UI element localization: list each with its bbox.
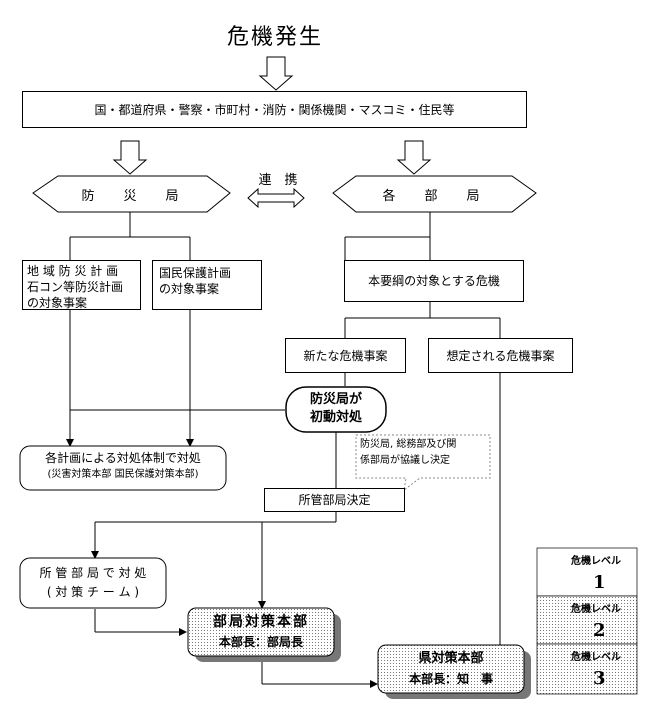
pref-hq-line-1: 県対策本部 [418, 651, 484, 666]
dept-hq-label: 部局対策本部 本部長：部局長 [188, 612, 334, 652]
dept-hq-line-1: 部局対策本部 [213, 614, 309, 630]
initial-response-box [285, 386, 387, 433]
pref-hq-box [377, 644, 525, 694]
regional-plan-line-3: の対象事案 [27, 296, 88, 310]
regional-plan-box: 地 域 防 災 計 画 石コン等防災計画 の対象事案 [22, 260, 141, 310]
pref-hq-label: 県対策本部 本部長：知 事 [378, 649, 524, 689]
consult-note-line-2: 係部局が協議し決定 [360, 455, 450, 466]
consult-note: 防災局, 総務部及び関 係部局が協議し決定 [360, 437, 490, 477]
civil-plan-line-1: 国民保護計画 [159, 266, 232, 280]
initial-response-line-2: 初動対処 [309, 410, 362, 425]
consult-callout [355, 434, 491, 492]
dept-response-box [19, 557, 167, 609]
dept-response-line-2: ( 対 策 チ ー ム ) [46, 585, 140, 599]
level-1-label: 危機レベル [571, 556, 621, 567]
level-2: 危機レベル 2 [537, 596, 637, 644]
bousai-hexagon [32, 175, 231, 213]
agencies-box: 国・都道府県・警察・市町村・消防・関係機関・マスコミ・住民等 [22, 91, 527, 128]
dept-response-label: 所 管 部 局 で 対 処 ( 対 策 チ ー ム ) [20, 564, 166, 604]
dept-hq-line-2: 本部長：部局長 [218, 635, 303, 649]
dept-decision-box: 所管部局決定 [264, 488, 405, 512]
level-2-cell [536, 595, 638, 645]
level-3-cell [536, 643, 638, 695]
bousaikyoku-label: 防 災 局 [81, 188, 187, 204]
civil-plan-box: 国民保護計画 の対象事案 [152, 260, 262, 310]
page-title: 危機発生 [226, 25, 323, 50]
kakubukyoku-label: 各 部 局 [382, 188, 488, 204]
initial-response-line-1: 防災局が [309, 392, 362, 407]
target-crisis-box: 本要綱の対象とする危機 [344, 260, 524, 302]
kakubu-hexagon [332, 175, 537, 213]
plan-response-line-2: (災害対策本部 国民保護対策本部) [47, 469, 199, 480]
renkei-label: 連 携 [258, 172, 298, 188]
consult-note-line-1: 防災局, 総務部及び関 [360, 439, 457, 450]
plan-response-label: 各計画による対処体制で対処 (災害対策本部 国民保護対策本部) [20, 449, 226, 489]
regional-plan-line-1: 地 域 防 災 計 画 [27, 264, 119, 278]
dept-hq-box [187, 607, 335, 657]
level-2-number: 2 [593, 620, 606, 641]
renkei-double-arrow [247, 187, 305, 209]
initial-response-label: 防災局が 初動対処 [286, 391, 386, 431]
regional-plan-line-2: 石コン等防災計画 [27, 280, 124, 294]
expected-crisis-box: 想定される危機事案 [428, 338, 573, 373]
level-1: 危機レベル 1 [537, 548, 637, 596]
level-3-number: 3 [593, 668, 606, 689]
plan-response-box [19, 445, 227, 491]
level-3-label: 危機レベル [571, 652, 621, 663]
block-arrow-3 [396, 140, 432, 175]
pref-hq-line-2: 本部長：知 事 [408, 672, 493, 686]
level-1-number: 1 [593, 572, 606, 593]
new-crisis-box: 新たな危機事案 [285, 338, 406, 373]
level-3: 危機レベル 3 [537, 644, 637, 694]
block-arrow-1 [258, 56, 294, 91]
level-1-cell [536, 547, 638, 597]
plan-response-line-1: 各計画による対処体制で対処 [45, 451, 201, 465]
level-2-label: 危機レベル [571, 604, 621, 615]
block-arrow-2 [112, 140, 148, 175]
civil-plan-line-2: の対象事案 [159, 282, 220, 296]
dept-response-line-1: 所 管 部 局 で 対 処 [39, 566, 147, 580]
